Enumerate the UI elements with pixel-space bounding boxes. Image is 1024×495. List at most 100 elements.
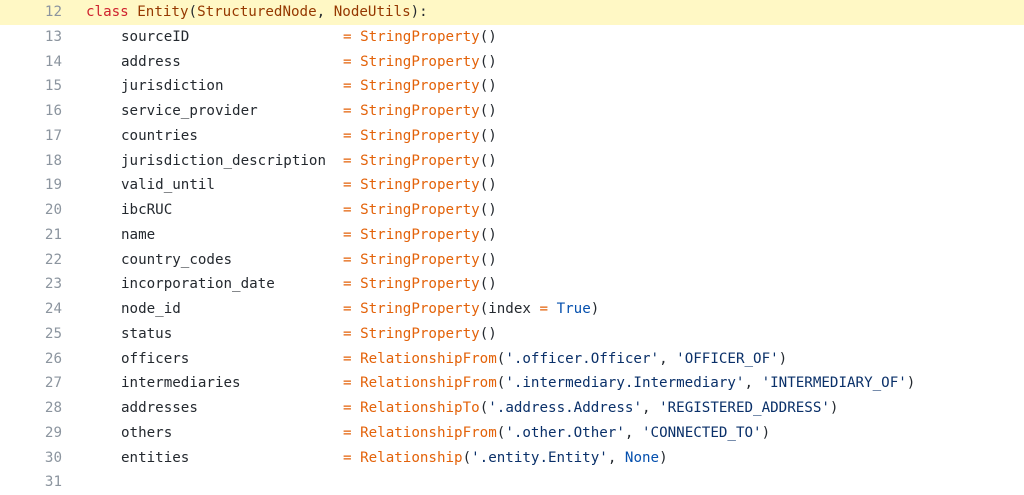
line-number[interactable]: 29 [44,424,62,441]
line-number[interactable]: 20 [44,202,62,218]
equals-operator: = [343,424,352,441]
attribute-name: service_provider [121,103,258,119]
line-number[interactable]: 27 [44,375,62,392]
code-line: 18 jurisdiction_description = StringProp… [0,149,1024,174]
code-line: 24 node_id = StringProperty(index = True… [0,297,1024,322]
line-number[interactable]: 16 [44,103,62,119]
equals-operator: = [343,251,352,268]
attribute-name: status [121,325,173,342]
function-name: RelationshipFrom [360,350,497,367]
paren-open: ( [496,375,506,392]
constant-true: True [556,301,591,317]
string-literal: 'OFFICER_OF' [676,350,779,367]
attribute-name: country_codes [121,251,233,268]
comma: , [624,424,642,441]
equals-operator: = [343,375,352,392]
function-name: Relationship [360,449,463,466]
assignment: = StringProperty(index = True) [343,297,599,322]
assignment: = StringProperty() [343,99,497,124]
line-number[interactable]: 14 [44,53,62,70]
line-number[interactable]: 28 [44,400,62,416]
function-name: RelationshipFrom [360,375,497,392]
assignment: = StringProperty() [343,272,497,297]
class-declaration: class Entity(StructuredNode, NodeUtils): [86,0,428,25]
function-name: StringProperty [360,152,480,169]
assignment: = StringProperty() [343,173,497,198]
attribute-name: countries [121,127,198,144]
assignment: = Relationship('.entity.Entity', None) [343,446,668,471]
equals-operator: = [343,276,352,293]
assignment: = RelationshipFrom('.intermediary.Interm… [343,371,915,396]
line-number[interactable]: 19 [44,177,62,194]
line-number[interactable]: 13 [44,28,62,45]
assignment: = RelationshipFrom('.officer.Officer', '… [343,347,787,372]
assignment: = StringProperty() [343,50,497,75]
line-number[interactable]: 25 [44,325,62,342]
arguments: () [479,152,497,169]
attribute-name: name [121,226,156,243]
code-line-highlighted: 12 class Entity(StructuredNode, NodeUtil… [0,0,1024,25]
line-number[interactable]: 21 [44,226,62,243]
string-literal: 'CONNECTED_TO' [642,424,762,441]
equals-operator: = [343,53,352,70]
equals-operator: = [539,301,549,317]
attribute-name: node_id [121,301,181,317]
string-literal: '.intermediary.Intermediary' [505,375,745,392]
paren-close: ): [410,4,428,20]
comma: , [744,375,762,392]
line-number[interactable]: 22 [44,251,62,268]
arguments: () [479,226,497,243]
string-literal: 'INTERMEDIARY_OF' [761,375,907,392]
comma: , [641,400,660,416]
assignment: = StringProperty() [343,198,497,223]
code-line: 19 valid_until = StringProperty() [0,173,1024,198]
equals-operator: = [343,350,352,367]
class-name: Entity [137,4,189,20]
line-number[interactable]: 30 [44,449,62,466]
equals-operator: = [343,177,352,194]
string-literal: '.entity.Entity' [471,449,608,466]
equals-operator: = [343,103,352,119]
paren-close: ) [590,301,600,317]
line-number[interactable]: 17 [44,127,62,144]
attribute-name: incorporation_date [121,276,275,293]
function-name: StringProperty [360,53,480,70]
arguments: () [479,53,497,70]
code-line: 31 [0,470,1024,495]
equals-operator: = [343,449,352,466]
line-number[interactable]: 31 [44,474,62,491]
keyword-class: class [86,4,129,20]
assignment: = StringProperty() [343,25,497,50]
paren-close: ) [906,375,916,392]
code-line: 23 incorporation_date = StringProperty() [0,272,1024,297]
code-line: 27 intermediaries = RelationshipFrom('.i… [0,371,1024,396]
arguments: () [479,28,497,45]
attribute-name: addresses [121,400,198,416]
constant-none: None [624,449,660,466]
code-line: 29 others = RelationshipFrom('.other.Oth… [0,421,1024,446]
function-name: StringProperty [360,177,480,194]
function-name: StringProperty [360,325,480,342]
comma: , [659,350,677,367]
line-number[interactable]: 24 [44,301,62,317]
code-line: 16 service_provider = StringProperty() [0,99,1024,124]
arguments: () [479,325,497,342]
code-line: 17 countries = StringProperty() [0,124,1024,149]
attribute-name: address [121,53,181,70]
string-literal: '.address.Address' [488,400,642,416]
assignment: = StringProperty() [343,223,497,248]
line-number[interactable]: 15 [44,78,62,95]
attribute-name: jurisdiction [121,78,224,95]
line-number[interactable]: 18 [44,152,62,169]
equals-operator: = [343,400,352,416]
string-literal: 'REGISTERED_ADDRESS' [659,400,830,416]
line-number[interactable]: 26 [44,350,62,367]
line-number[interactable]: 12 [44,4,62,20]
assignment: = StringProperty() [343,248,497,273]
equals-operator: = [343,325,352,342]
space [548,301,557,317]
line-number[interactable]: 23 [44,276,62,293]
equals-operator: = [343,152,352,169]
code-line: 14 address = StringProperty() [0,50,1024,75]
